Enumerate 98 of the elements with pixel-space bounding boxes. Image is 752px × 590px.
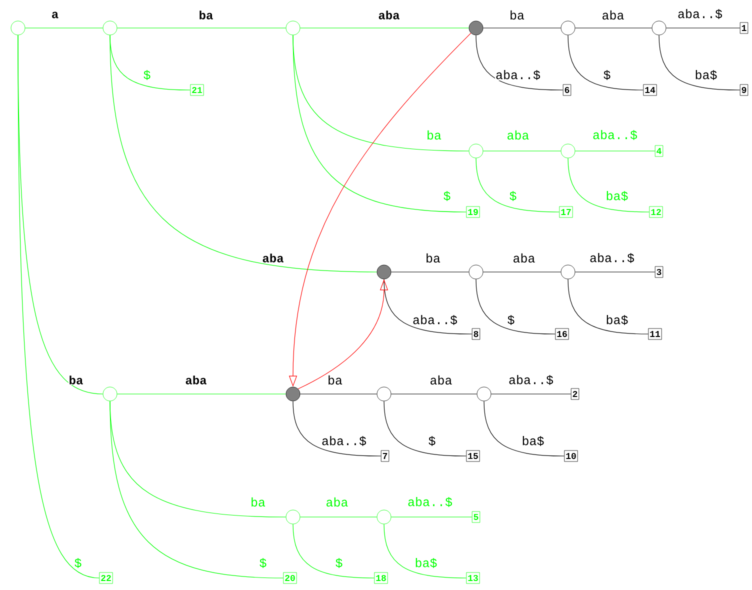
tree-edge	[568, 158, 650, 212]
edge-label: $	[602, 70, 612, 80]
edge-label: ba	[426, 130, 442, 140]
leaf-box: 7	[380, 450, 390, 462]
tree-edge	[384, 524, 466, 578]
tree-node-circle	[468, 20, 484, 36]
edge-label: aba..$	[592, 130, 638, 140]
edge-label: aba	[378, 10, 400, 20]
tree-edge	[292, 524, 374, 578]
tree-node-circle	[286, 386, 300, 402]
leaf-box: 17	[559, 206, 573, 218]
tree-edge	[574, 150, 656, 152]
edge-label: $	[442, 190, 452, 202]
tree-node-circle	[376, 510, 392, 524]
tree-edge	[568, 278, 648, 334]
leaf-box: 5	[472, 511, 480, 523]
leaf-box: 8	[472, 328, 480, 340]
leaf-box: 6	[562, 84, 572, 96]
tree-node-circle	[376, 264, 392, 280]
tree-node-circle	[10, 20, 26, 36]
tree-edge	[18, 34, 100, 578]
leaf-box: 9	[740, 84, 748, 96]
tree-node-circle	[376, 386, 392, 402]
edge-label: aba	[429, 374, 453, 386]
edge-label: $	[508, 190, 518, 202]
edge-label: $	[258, 558, 268, 568]
edge-label: $	[334, 558, 344, 568]
edge-label: ba$	[414, 558, 438, 568]
tree-edge	[110, 400, 284, 578]
edge-label: a	[50, 11, 60, 19]
edge-label: ba$	[521, 436, 545, 446]
tree-node-circle	[102, 386, 118, 402]
edge-label: aba..$	[495, 70, 541, 80]
edge-label: ba	[250, 496, 266, 508]
tree-edge	[292, 34, 466, 212]
leaf-box: 20	[283, 572, 297, 584]
edge-label: aba..$	[407, 496, 453, 508]
tree-node-circle	[468, 144, 484, 158]
tree-node-circle	[560, 264, 576, 280]
edge-label: $	[506, 314, 516, 326]
tree-node-circle	[652, 20, 666, 36]
tree-node-circle	[560, 20, 576, 36]
edge-label: aba	[184, 375, 208, 385]
tree-node-circle	[286, 20, 300, 36]
tree-edge	[484, 400, 564, 456]
tree-edge	[384, 278, 472, 334]
leaf-box: 1	[740, 22, 748, 34]
tree-edge	[110, 34, 378, 272]
tree-edge	[384, 400, 466, 456]
edge-label: aba..$	[412, 314, 458, 326]
edge-label: ba$	[605, 190, 629, 202]
tree-node-circle	[560, 144, 576, 158]
leaf-box: 15	[466, 450, 480, 462]
leaf-box: 16	[555, 328, 569, 340]
edge-label: ba	[425, 252, 441, 264]
leaf-box: 10	[564, 450, 578, 462]
tree-node-circle	[102, 20, 118, 36]
edge-label: aba..$	[321, 436, 367, 446]
tree-node-circle	[468, 264, 484, 280]
tree-edge	[476, 34, 564, 90]
edge-label: ba	[198, 10, 214, 20]
edge-label: aba	[601, 10, 625, 20]
leaf-box: 19	[466, 206, 480, 218]
edge-label: $	[142, 70, 152, 80]
leaf-box: 12	[649, 206, 663, 218]
edge-label: ba	[68, 375, 84, 385]
leaf-box: 22	[99, 572, 113, 584]
tree-edge	[292, 400, 382, 456]
edge-label: aba..$	[677, 8, 723, 20]
edge-label: ba	[327, 374, 343, 386]
edge-label: $	[74, 558, 82, 568]
tree-node-circle	[476, 386, 492, 402]
tree-edge	[482, 150, 562, 152]
leaf-box: 11	[648, 328, 662, 340]
edge-label: ba$	[694, 70, 718, 80]
edge-label: aba	[262, 253, 284, 263]
tree-edge	[476, 158, 560, 212]
edge-label: aba..$	[589, 252, 635, 264]
leaf-box: 2	[570, 388, 580, 400]
leaf-box: 13	[466, 572, 480, 584]
leaf-box: 3	[654, 266, 664, 278]
edge-label: aba	[325, 496, 349, 508]
edge-label: aba	[506, 130, 530, 140]
edge-label: ba	[509, 10, 525, 20]
leaf-box: 14	[643, 84, 657, 96]
leaf-box: 18	[374, 572, 388, 584]
tree-edge	[568, 34, 644, 90]
tree-edge	[300, 516, 378, 518]
edge-label: $	[428, 436, 436, 446]
tree-edge	[658, 34, 740, 90]
leaf-box: 21	[190, 84, 204, 96]
edge-label: aba	[512, 252, 536, 264]
tree-edge	[476, 278, 556, 334]
leaf-box: 4	[654, 145, 664, 157]
edge-label: aba..$	[508, 374, 554, 386]
tree-edge	[390, 516, 472, 518]
tree-node-circle	[286, 510, 300, 524]
edge-label: ba$	[605, 314, 629, 326]
